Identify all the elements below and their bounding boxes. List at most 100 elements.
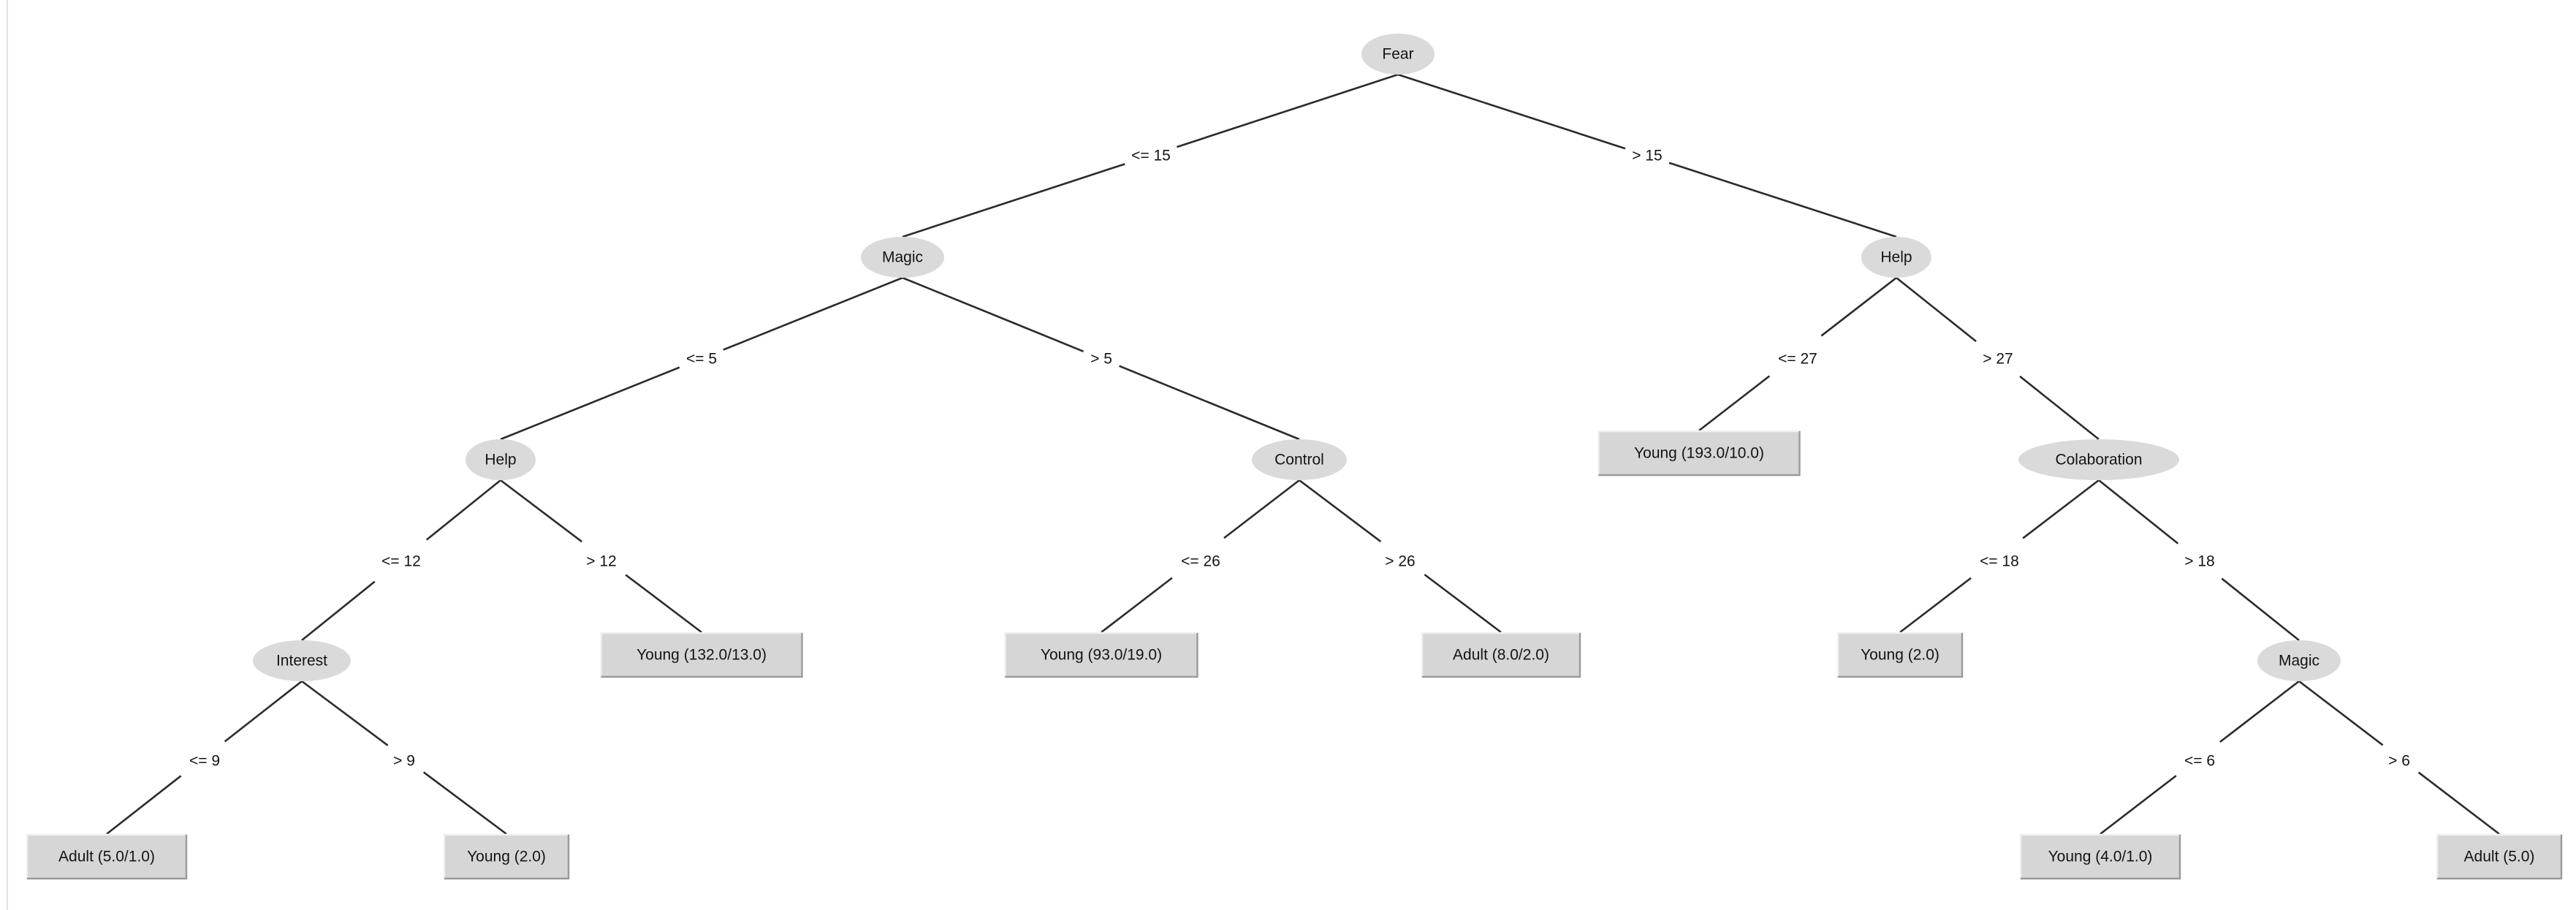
node-ellipse-shape bbox=[466, 439, 536, 480]
edge-label-plate bbox=[2382, 749, 2417, 773]
leaf-class-label: Young (2.0) bbox=[467, 849, 546, 865]
edge-label-plate bbox=[580, 550, 623, 573]
tree-internal-node[interactable]: Interest bbox=[253, 640, 351, 681]
edge-label-plate bbox=[183, 749, 226, 773]
tree-edge bbox=[2100, 680, 2300, 835]
tree-leaf-node[interactable]: Adult (8.0/2.0) bbox=[1421, 632, 1581, 678]
leaf-bevel-shadow bbox=[1005, 633, 1198, 678]
node-attribute-label: Fear bbox=[1382, 46, 1413, 63]
leaf-bevel-shadow bbox=[2437, 835, 2563, 880]
tree-edge-label: > 5 bbox=[1084, 347, 1119, 371]
leaf-class-label: Young (132.0/13.0) bbox=[637, 647, 767, 664]
tree-leaf-node[interactable]: Young (93.0/19.0) bbox=[1004, 632, 1198, 678]
leaf-class-label: Young (193.0/10.0) bbox=[1634, 445, 1764, 462]
edge-label-plate bbox=[2178, 550, 2221, 573]
edge-condition-text: <= 6 bbox=[2184, 753, 2215, 770]
tree-internal-node[interactable]: Magic bbox=[861, 237, 944, 278]
leaf-class-label: Adult (5.0/1.0) bbox=[58, 849, 155, 865]
tree-edge-label: <= 27 bbox=[1772, 347, 1823, 371]
tree-leaf-node[interactable]: Adult (5.0) bbox=[2436, 833, 2563, 880]
tree-edge-label: > 9 bbox=[387, 749, 422, 773]
tree-internal-node[interactable]: Help bbox=[1861, 237, 1931, 278]
edge-condition-text: > 26 bbox=[1385, 553, 1415, 570]
node-attribute-label: Magic bbox=[882, 249, 923, 266]
tree-edge bbox=[500, 276, 903, 441]
node-ellipse-shape bbox=[2018, 439, 2179, 480]
tree-edge-label: <= 26 bbox=[1175, 550, 1226, 573]
tree-leaf-node[interactable]: Young (4.0/1.0) bbox=[2019, 833, 2181, 880]
tree-edge bbox=[301, 479, 501, 642]
edge-label-plate bbox=[2178, 749, 2221, 773]
edge-label-plate bbox=[1084, 347, 1119, 371]
edge-condition-text: > 18 bbox=[2184, 553, 2214, 570]
tree-edge-label: <= 12 bbox=[376, 550, 427, 573]
tree-edge-label: > 15 bbox=[1626, 144, 1668, 167]
tree-edge bbox=[106, 680, 303, 835]
leaf-bevel-shadow bbox=[27, 835, 188, 880]
tree-leaf-node[interactable]: Young (193.0/10.0) bbox=[1597, 430, 1801, 477]
edge-label-plate bbox=[1379, 550, 1421, 573]
tree-edge-label: > 6 bbox=[2382, 749, 2417, 773]
leaf-box-shape bbox=[2436, 834, 2562, 879]
tree-internal-node[interactable]: Fear bbox=[1361, 34, 1435, 75]
leaf-bevel-highlight bbox=[1421, 632, 1580, 677]
leaf-bevel-shadow bbox=[2021, 835, 2181, 880]
leaf-box-shape bbox=[1837, 632, 1963, 678]
leaf-bevel-shadow bbox=[601, 633, 803, 678]
edge-condition-text: > 5 bbox=[1090, 351, 1112, 368]
edge-label-plate bbox=[1977, 347, 2019, 371]
tree-edge-label: > 12 bbox=[580, 550, 623, 573]
edge-condition-text: > 12 bbox=[586, 553, 616, 570]
edge-condition-text: <= 12 bbox=[381, 553, 421, 570]
edge-condition-text: > 9 bbox=[393, 753, 415, 770]
node-attribute-label: Help bbox=[1880, 249, 1912, 266]
tree-edge-label: <= 6 bbox=[2178, 749, 2221, 773]
edge-condition-text: > 6 bbox=[2388, 753, 2410, 770]
edge-label-plate bbox=[1125, 144, 1177, 167]
tree-edge-labels-layer: <= 15 > 15 <= 5 > 5 <= 27 > 27 <= 12 > 12 <= 26 >… bbox=[183, 144, 2417, 773]
node-ellipse-shape bbox=[1861, 237, 1931, 278]
edge-label-plate bbox=[376, 550, 427, 573]
node-ellipse-shape bbox=[861, 237, 944, 278]
tree-internal-node[interactable]: Colaboration bbox=[2018, 439, 2179, 480]
leaf-class-label: Young (2.0) bbox=[1861, 647, 1939, 664]
tree-edge bbox=[301, 680, 507, 835]
tree-leaf-node[interactable]: Adult (5.0/1.0) bbox=[26, 833, 188, 880]
tree-edge-label: <= 9 bbox=[183, 749, 226, 773]
tree-leaf-node[interactable]: Young (132.0/13.0) bbox=[600, 632, 803, 678]
node-attribute-label: Help bbox=[485, 452, 516, 469]
leaf-bevel-highlight bbox=[600, 632, 802, 677]
edge-label-plate bbox=[1175, 550, 1226, 573]
tree-internal-node[interactable]: Magic bbox=[2257, 640, 2341, 681]
edge-label-plate bbox=[1974, 550, 2025, 573]
leaf-bevel-highlight bbox=[26, 833, 186, 879]
tree-edge bbox=[1896, 276, 2100, 441]
leaf-bevel-highlight bbox=[2019, 833, 2180, 879]
tree-internal-node[interactable]: Help bbox=[466, 439, 536, 480]
edge-condition-text: > 27 bbox=[1983, 351, 2013, 368]
tree-edge bbox=[902, 276, 1300, 441]
node-attribute-label: Colaboration bbox=[2055, 452, 2142, 469]
edge-condition-text: > 15 bbox=[1632, 148, 1662, 164]
tree-edge bbox=[1899, 479, 2100, 634]
tree-internal-node[interactable]: Control bbox=[1252, 439, 1347, 480]
leaf-box-shape bbox=[26, 834, 187, 879]
tree-edge-label: > 27 bbox=[1977, 347, 2019, 371]
edge-condition-text: <= 5 bbox=[686, 351, 717, 368]
edge-condition-text: <= 15 bbox=[1131, 148, 1171, 164]
node-attribute-label: Control bbox=[1274, 452, 1324, 469]
leaf-box-shape bbox=[2020, 834, 2181, 879]
tree-edge-label: <= 15 bbox=[1125, 144, 1177, 167]
edge-label-plate bbox=[387, 749, 422, 773]
edge-condition-text: <= 18 bbox=[1980, 553, 2019, 570]
tree-edge bbox=[1698, 276, 1897, 432]
tree-edge bbox=[1299, 479, 1502, 634]
leaf-class-label: Young (4.0/1.0) bbox=[2048, 849, 2153, 865]
tree-leaf-node[interactable]: Young (2.0) bbox=[443, 833, 570, 880]
leaf-bevel-highlight bbox=[1004, 632, 1198, 677]
leaf-box-shape bbox=[1004, 632, 1198, 678]
tree-edge bbox=[2098, 479, 2300, 642]
edge-condition-text: <= 9 bbox=[189, 753, 220, 770]
tree-leaf-node[interactable]: Young (2.0) bbox=[1836, 632, 1964, 678]
